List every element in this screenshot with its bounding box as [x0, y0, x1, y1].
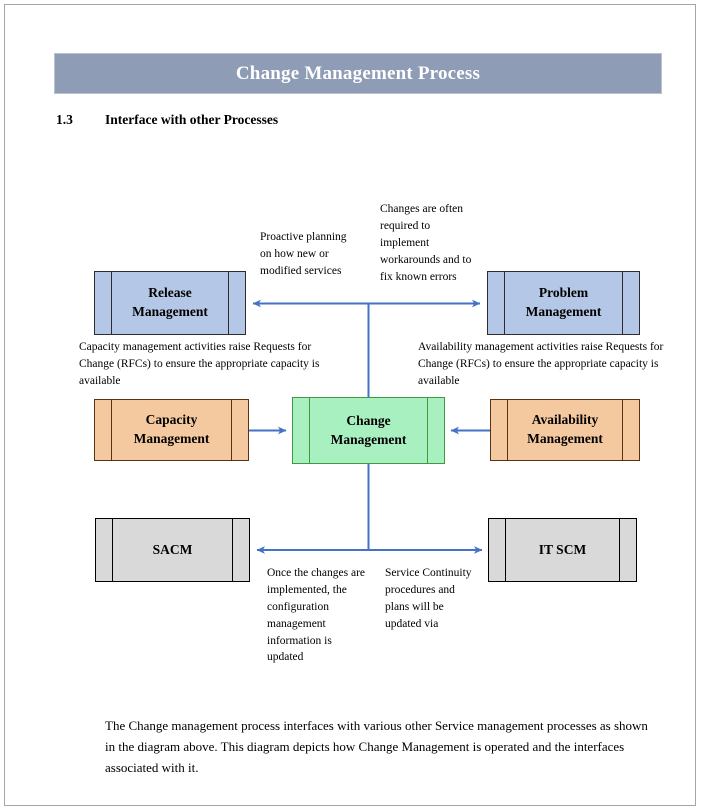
box-divider-right	[619, 519, 620, 581]
page-banner: Change Management Process	[54, 53, 662, 94]
annotation-sacm-configuration: Once the changes are implemented, the co…	[267, 567, 366, 664]
annotation-proactive-planning: Proactive planning on how new or modifie…	[260, 231, 347, 277]
box-divider-left	[309, 398, 310, 463]
label-line-2: Management	[132, 304, 208, 319]
section-title: Interface with other Processes	[105, 112, 279, 127]
annotation-availability-management: Availability management activities raise…	[418, 341, 664, 387]
label-line-1: Problem	[538, 285, 589, 301]
annotation-capacity-management: Capacity management activities raise Req…	[79, 341, 320, 387]
document-page: Change Management Process 1.3 Interface w…	[4, 4, 696, 806]
connector-change-to-release-and-problem	[252, 299, 481, 397]
box-divider-right	[622, 400, 623, 460]
process-box-label: IT SCM	[538, 541, 587, 557]
process-box-label: SACM	[152, 541, 193, 557]
label-line-1: Capacity	[145, 412, 198, 428]
box-divider-right	[228, 272, 229, 334]
label-line-2: Management	[525, 304, 602, 319]
label-line-2: Management	[330, 431, 407, 447]
box-divider-right	[231, 400, 232, 460]
box-divider-right	[622, 272, 623, 334]
box-divider-left	[111, 272, 112, 334]
label-line-2: Management	[527, 431, 603, 446]
process-box-sacm[interactable]: SACM	[95, 518, 250, 582]
box-divider-right	[427, 398, 428, 463]
box-divider-left	[505, 519, 506, 581]
section-number: 1.3	[56, 112, 73, 127]
label-line-2: Management	[133, 431, 210, 446]
box-divider-left	[111, 400, 112, 460]
process-box-it-scm[interactable]: IT SCM	[488, 518, 637, 582]
banner-title: Change Management Process	[235, 62, 481, 84]
process-interface-diagram	[249, 299, 490, 554]
section-heading: 1.3 Interface with other Processes	[56, 112, 278, 128]
box-divider-left	[504, 272, 505, 334]
closing-paragraph: The Change management process interfaces…	[105, 718, 648, 776]
box-divider-left	[507, 400, 508, 460]
label-line-1: Availability	[531, 412, 599, 428]
label-line-1: Release	[148, 285, 192, 301]
box-divider-right	[232, 519, 233, 581]
box-divider-left	[112, 519, 113, 581]
annotation-changes-required: Changes are often required to implement …	[380, 203, 472, 283]
annotation-service-continuity: Service Continuity procedures and plans …	[385, 567, 472, 630]
label-line-1: Change	[346, 412, 391, 428]
connector-change-to-sacm-and-itscm	[256, 464, 483, 554]
